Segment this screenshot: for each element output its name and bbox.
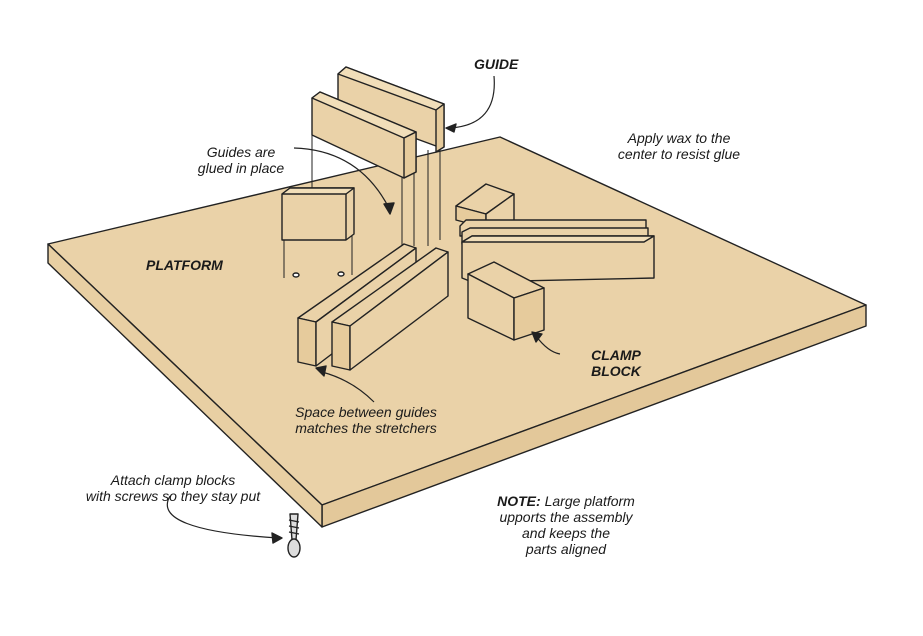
attach-note-line: Attach clamp blocks xyxy=(110,472,236,488)
glued-note-line: glued in place xyxy=(197,160,285,176)
screw-hole xyxy=(292,272,300,278)
clamp-block xyxy=(467,261,545,341)
space-note: Space between guides matches the stretch… xyxy=(281,404,451,436)
clamp-block-label-line: BLOCK xyxy=(591,363,641,379)
clamp-block-label: CLAMP BLOCK xyxy=(584,347,648,379)
clamp-block-label-line: CLAMP xyxy=(591,347,641,363)
platform-note: NOTE: Large platform upports the assembl… xyxy=(484,493,648,557)
platform-note-line: and keeps the xyxy=(522,525,610,541)
wax-note: Apply wax to the center to resist glue xyxy=(604,130,754,162)
screw xyxy=(287,513,301,558)
wax-note-line: center to resist glue xyxy=(617,146,741,162)
platform-top xyxy=(47,136,867,506)
note-prefix: NOTE: xyxy=(497,493,541,509)
platform-label: PLATFORM xyxy=(146,257,223,273)
platform-board xyxy=(47,136,867,528)
platform-note-line: upports the assembly xyxy=(499,509,633,525)
glued-note-line: Guides are xyxy=(206,144,276,160)
floating-guide-back xyxy=(337,66,445,153)
arrowheads xyxy=(271,123,543,544)
screw-holes xyxy=(292,271,345,278)
platform-note-line-1: NOTE: Large platform xyxy=(484,493,648,509)
leader-lines xyxy=(166,75,561,539)
attach-note-line: with screws so they stay put xyxy=(85,488,261,504)
placed-guide-right xyxy=(331,247,449,371)
wax-note-line: Apply wax to the xyxy=(627,130,731,146)
note-text: Large platform xyxy=(544,493,635,509)
glued-note: Guides are glued in place xyxy=(184,144,298,176)
alignment-lines xyxy=(283,135,441,278)
guide-label: GUIDE xyxy=(474,56,519,72)
attach-note: Attach clamp blocks with screws so they … xyxy=(73,472,273,504)
platform-note-line: parts aligned xyxy=(525,541,607,557)
space-note-line: Space between guides xyxy=(295,404,437,420)
screw-hole xyxy=(337,271,345,277)
platform-left-edge xyxy=(47,243,323,528)
floating-clamp-block xyxy=(281,187,355,241)
floating-guide-front xyxy=(311,91,417,179)
space-note-line: matches the stretchers xyxy=(295,420,437,436)
